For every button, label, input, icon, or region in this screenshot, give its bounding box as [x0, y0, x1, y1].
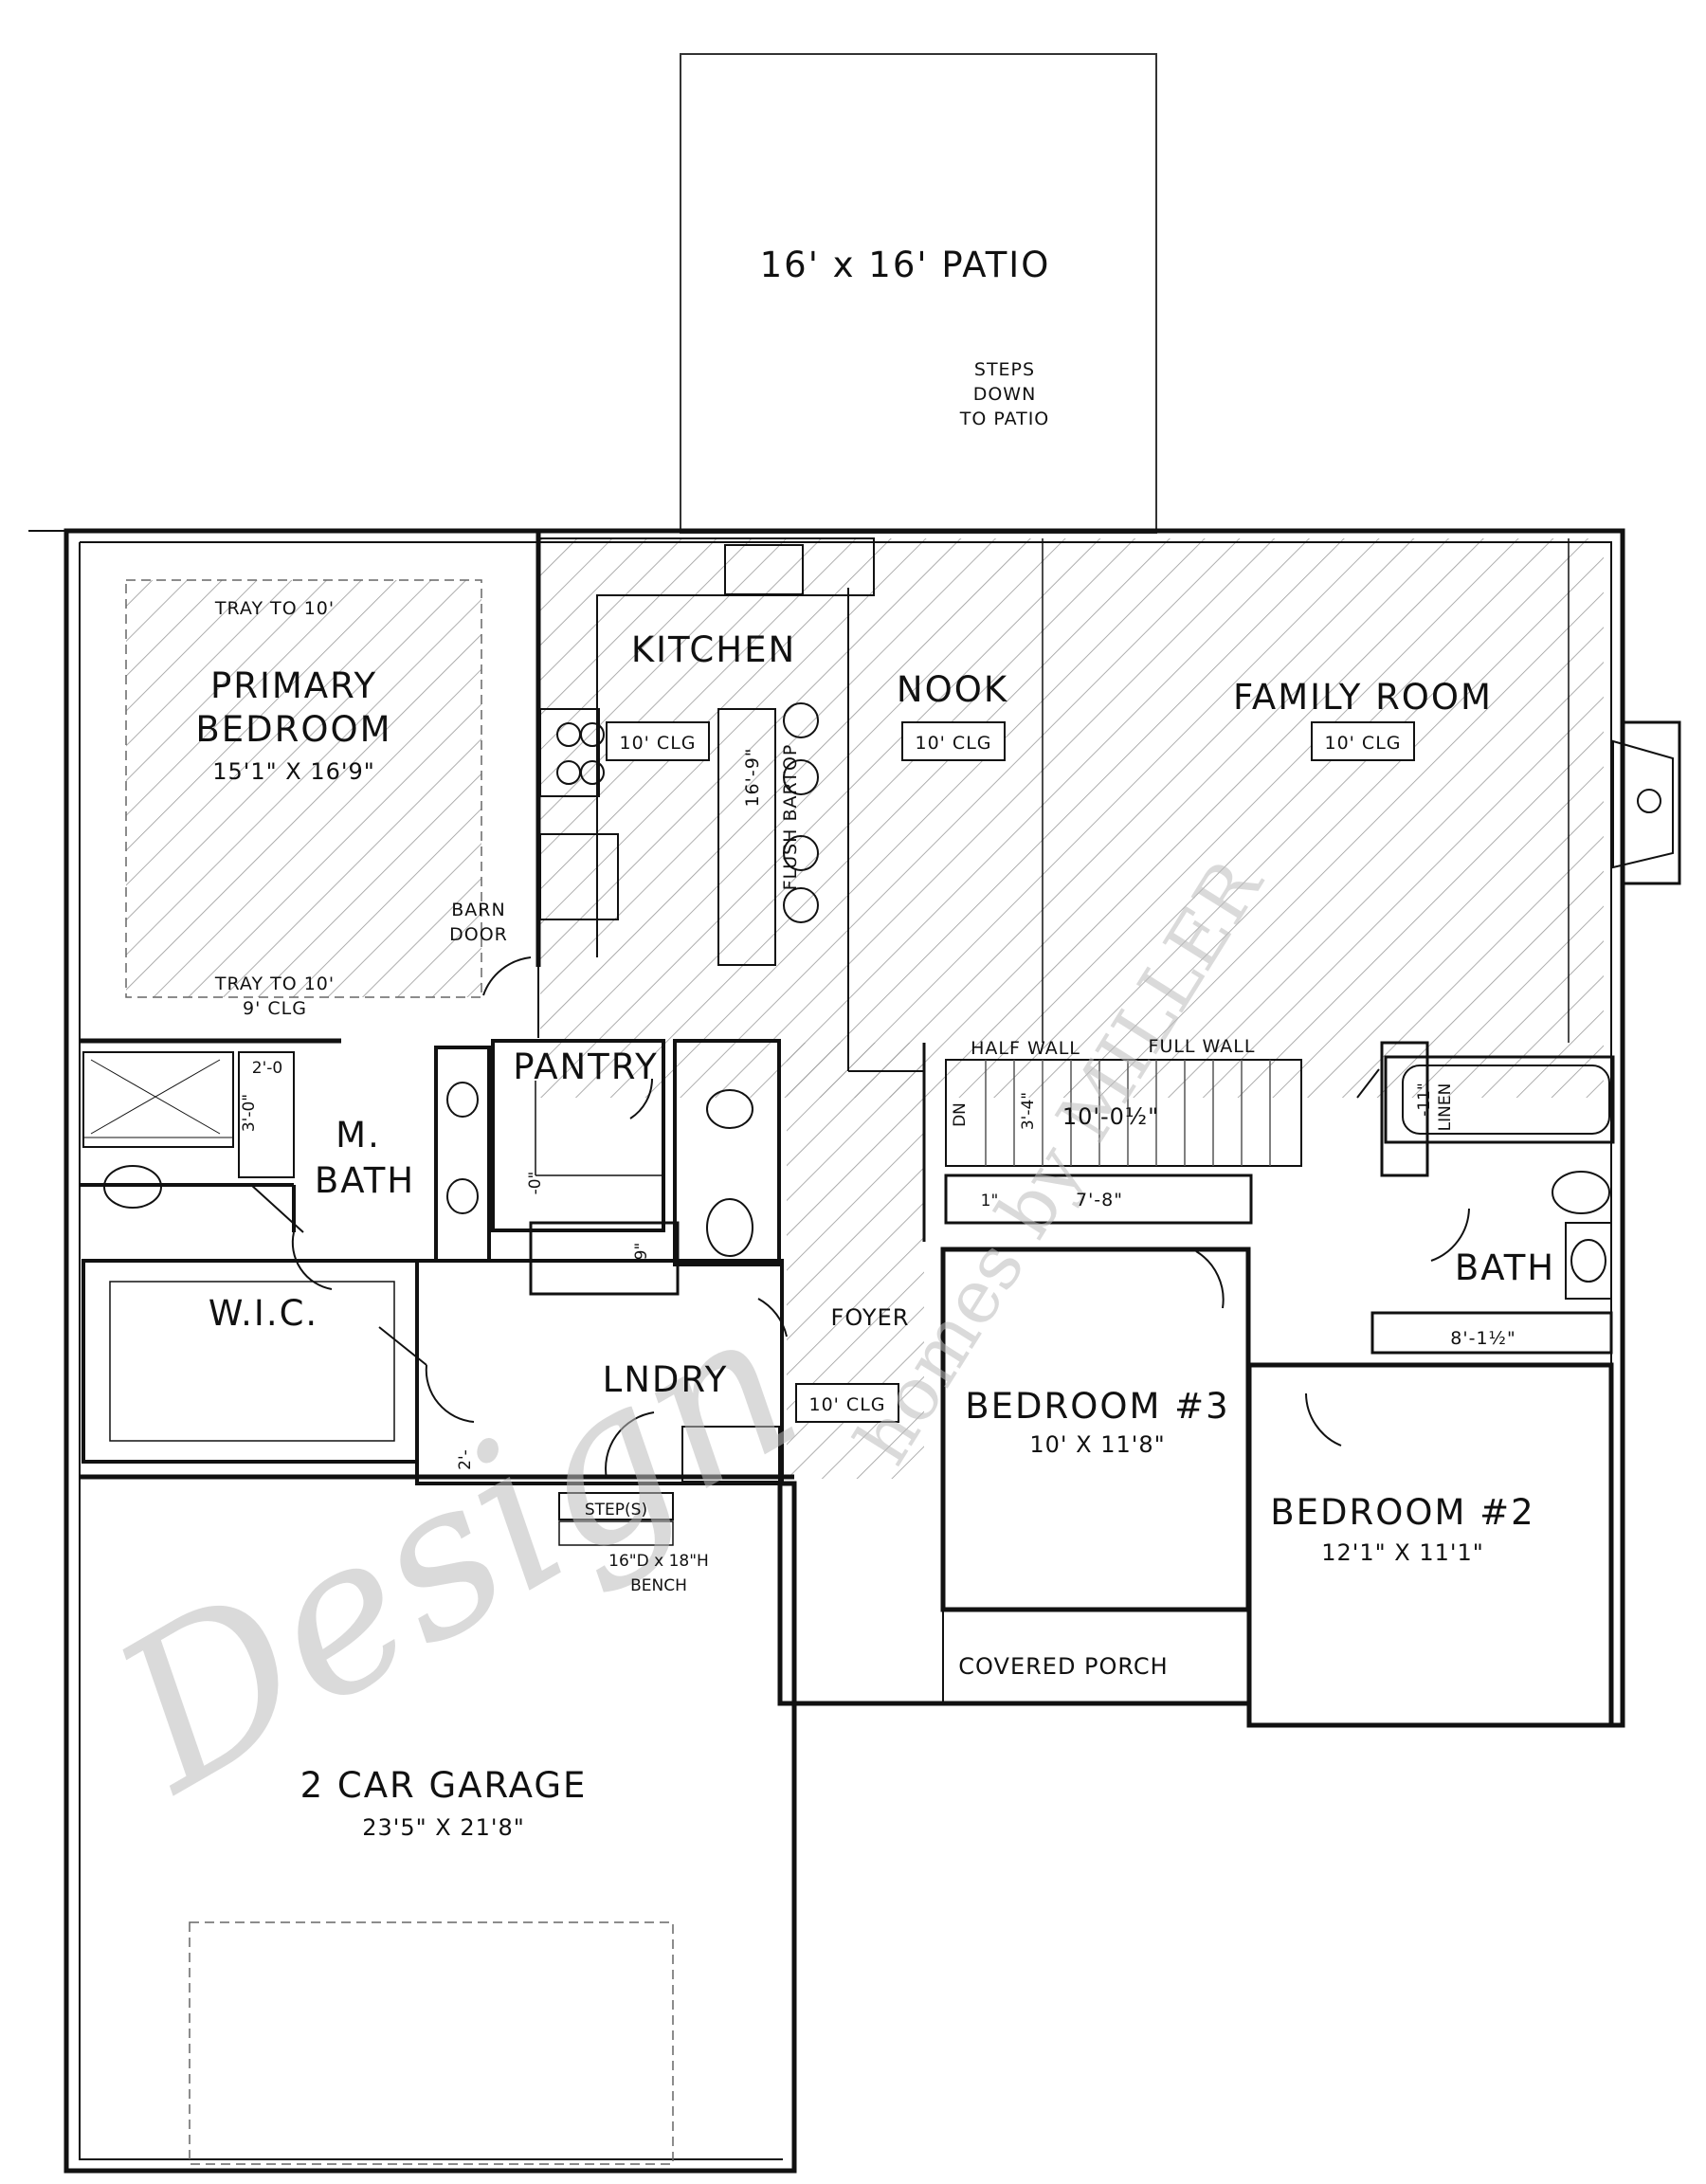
fixtures [103, 702, 1610, 1283]
foyer-clg-label: 10' CLG [808, 1394, 885, 1415]
nook-clg-label: 10' CLG [915, 733, 991, 754]
watermark-script: Design [76, 1261, 834, 1839]
pantry-label: PANTRY [513, 1046, 658, 1087]
linen-dim-label: -11" [1415, 1083, 1434, 1117]
pantry-dim-label: -0" [526, 1172, 545, 1195]
stair-length-label: 10'-0½" [1062, 1103, 1159, 1130]
bartop-label: FLUSH BARTOP [780, 744, 801, 891]
primary-bedroom-dims: 15'1" X 16'9" [212, 758, 375, 785]
barn-door-label-2: DOOR [449, 924, 508, 945]
stair-risers [985, 1060, 1271, 1166]
primary-clg-label: 9' CLG [243, 998, 307, 1019]
tray-top-label: TRAY TO 10' [214, 598, 335, 619]
tray-ceiling-outline [125, 579, 482, 998]
interior-walls [80, 531, 1615, 2165]
kitchen-clg-label: 10' CLG [619, 733, 696, 754]
primary-bedroom-label-1: PRIMARY [210, 665, 377, 706]
bedroom2-label: BEDROOM #2 [1270, 1492, 1534, 1533]
closet-small-dim: 1" [981, 1192, 999, 1210]
fireplace [1612, 720, 1681, 885]
family-room-label: FAMILY ROOM [1233, 677, 1493, 718]
half-wall-label: HALF WALL [971, 1038, 1080, 1059]
steps-label-3: TO PATIO [959, 409, 1050, 429]
laundry-dim-label: 9" [632, 1243, 651, 1261]
closet-dim-label: 7'-8" [1076, 1190, 1123, 1210]
patio [680, 53, 1157, 534]
wic-label: W.I.C. [209, 1293, 318, 1334]
steps-label-1: STEPS [974, 359, 1035, 380]
closet2-dim-label: 8'-1½" [1450, 1328, 1515, 1349]
stair-width-label: 3'-4" [1019, 1092, 1038, 1130]
mbath-label-2: BATH [315, 1160, 415, 1201]
bedroom3-label: BEDROOM #3 [965, 1386, 1229, 1427]
steps-label-2: DOWN [973, 384, 1037, 405]
bedroom3-dims: 10' X 11'8" [1029, 1431, 1165, 1458]
steps-small-label: STEP(S) [585, 1501, 647, 1520]
kitchen-label: KITCHEN [631, 629, 796, 670]
nook-label: NOOK [897, 669, 1008, 710]
family-clg-label: 10' CLG [1324, 733, 1401, 754]
bench-label-2: BENCH [630, 1576, 687, 1595]
garage-dims: 23'5" X 21'8" [362, 1814, 525, 1841]
ceiling-label-boxes [606, 721, 1415, 1423]
bedroom2-dims: 12'1" X 11'1" [1321, 1539, 1484, 1566]
shower-dim-2: 3'-0" [240, 1094, 259, 1132]
room-labels: 16' x 16' PATIO STEPS DOWN TO PATIO TRAY… [195, 245, 1555, 1841]
patio-label: 16' x 16' PATIO [760, 245, 1051, 285]
stair-dn-label: DN [951, 1102, 970, 1127]
barn-door-label-1: BARN [451, 900, 505, 920]
tray-bottom-label: TRAY TO 10' [214, 974, 335, 994]
island-dim-label: 16'-9" [742, 747, 763, 807]
linen-label: LINEN [1436, 1083, 1455, 1132]
laundry-dim-label-2: 2'- [456, 1449, 475, 1470]
bench-label-1: 16"D x 18"H [608, 1552, 709, 1571]
laundry-label: LNDRY [603, 1359, 729, 1400]
door-swings [250, 956, 1470, 1480]
garage-label: 2 CAR GARAGE [300, 1765, 588, 1806]
mbath-label-1: M. [336, 1115, 381, 1156]
bath-label: BATH [1455, 1247, 1555, 1288]
covered-porch-label: COVERED PORCH [958, 1653, 1168, 1680]
foyer-label: FOYER [831, 1304, 910, 1331]
shower-dim-1: 2'-0 [252, 1059, 282, 1078]
full-wall-label: FULL WALL [1149, 1036, 1256, 1057]
primary-bedroom-label-2: BEDROOM [195, 709, 391, 750]
